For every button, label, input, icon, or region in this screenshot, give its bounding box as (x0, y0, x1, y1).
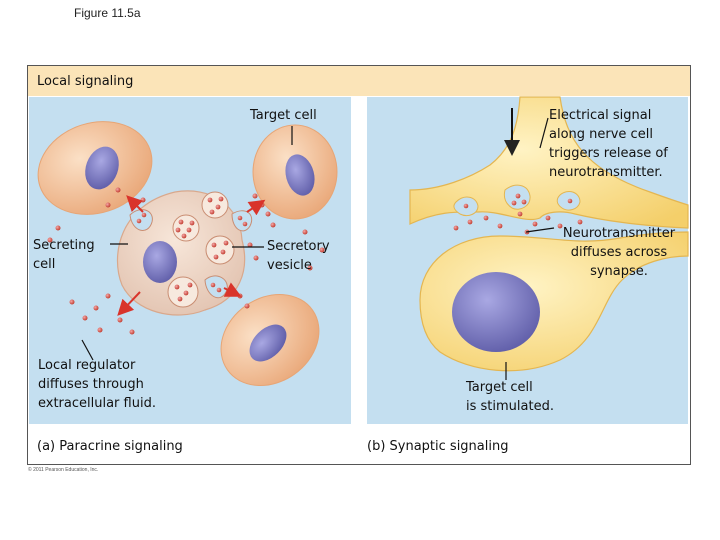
neurotransmitter-molecules (453, 193, 583, 235)
neurotransmitter-label: Neurotransmitter diffuses across synapse… (562, 226, 676, 279)
target-nerve-cell (419, 231, 689, 372)
header-band (28, 66, 690, 96)
target-cell-label: Target cell (250, 108, 317, 123)
neurotransmitter-leader (525, 227, 555, 233)
panel-title: Local signaling (37, 74, 134, 89)
electrical-signal-label: Electrical signal along nerve cell trigg… (549, 108, 668, 180)
electrical-signal-leader (539, 117, 549, 149)
target-cell-lower-right (220, 293, 320, 387)
paracrine-caption: (a) Paracrine signaling (37, 439, 183, 454)
target-cell-upper-right (252, 124, 338, 220)
paracrine-molecules (47, 187, 325, 335)
local-regulator-label: Local regulator diffuses through extrace… (38, 358, 156, 411)
target-stimulated-label: Target cell is stimulated. (466, 380, 554, 414)
local-regulator-leader (81, 339, 94, 361)
figure-title: Figure 11.5a (74, 6, 141, 20)
copyright-notice: © 2011 Pearson Education, Inc. (28, 467, 99, 473)
synaptic-caption: (b) Synaptic signaling (367, 439, 509, 454)
secretory-vesicle-label: Secretory vesicle (267, 239, 330, 273)
target-cell-upper-left (37, 121, 153, 215)
secreting-cell-label: Secreting cell (33, 238, 95, 272)
